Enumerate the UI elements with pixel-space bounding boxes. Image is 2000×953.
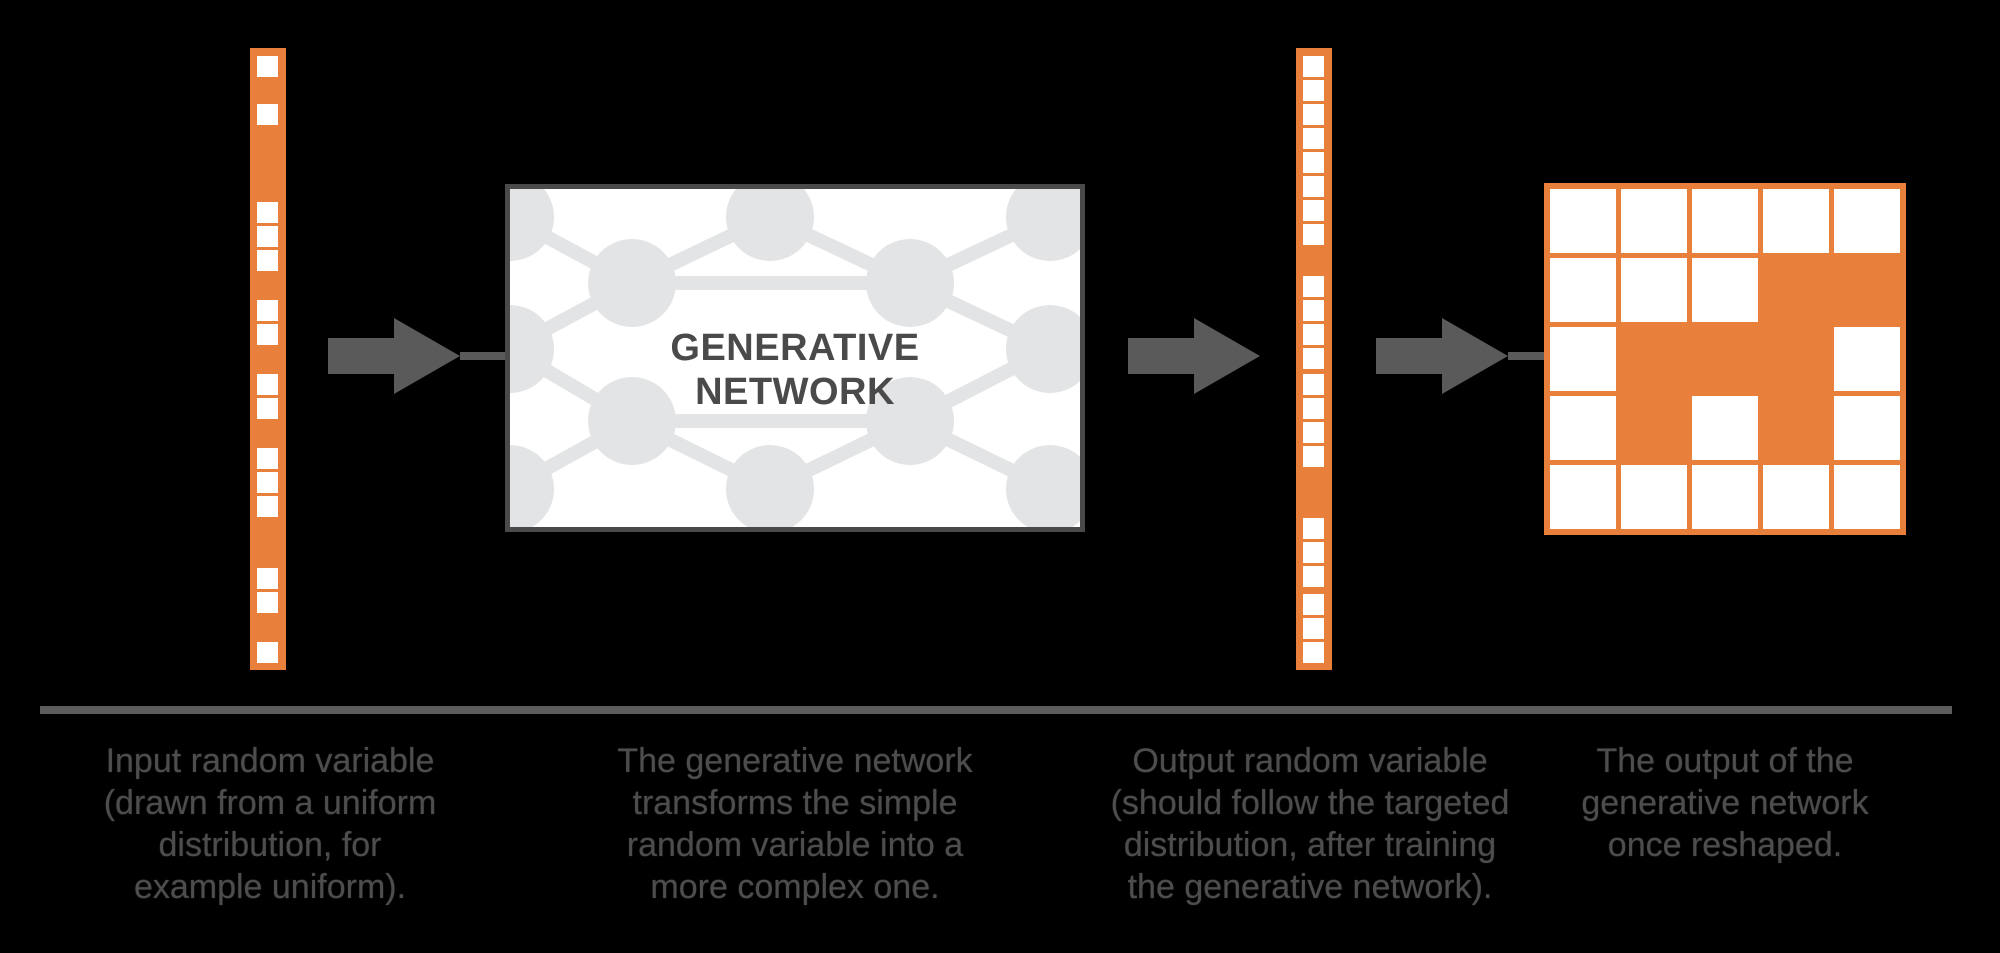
caption-input: Input random variable (drawn from a unif… bbox=[103, 742, 437, 906]
vector-cell bbox=[1303, 618, 1324, 639]
vector-cell bbox=[1303, 56, 1324, 77]
image-pixel bbox=[1692, 465, 1758, 529]
vector-cell bbox=[1303, 518, 1324, 539]
image-pixel bbox=[1621, 258, 1687, 322]
image-pixel bbox=[1692, 396, 1758, 460]
input-random-vector bbox=[250, 48, 286, 670]
vector-cell bbox=[257, 300, 278, 321]
vector-cell bbox=[257, 226, 278, 247]
vector-cell bbox=[257, 472, 278, 493]
image-pixel bbox=[1550, 465, 1616, 529]
vector-cell bbox=[1303, 374, 1324, 395]
vector-cell bbox=[1303, 542, 1324, 563]
divider bbox=[40, 706, 1952, 714]
caption-network: The generative network transforms the si… bbox=[617, 742, 973, 906]
vector-cell bbox=[257, 104, 278, 125]
vector-cell bbox=[257, 448, 278, 469]
vector-cell bbox=[1303, 348, 1324, 369]
vector-cell bbox=[257, 592, 278, 613]
network-label-line2: NETWORK bbox=[695, 371, 895, 413]
vector-cell bbox=[1303, 276, 1324, 297]
image-pixel bbox=[1834, 465, 1900, 529]
image-pixel bbox=[1763, 465, 1829, 529]
vector-cell bbox=[1303, 642, 1324, 663]
vector-cell bbox=[1303, 446, 1324, 467]
vector-cell bbox=[1303, 422, 1324, 443]
vector-cell bbox=[1303, 324, 1324, 345]
vector-cell bbox=[257, 202, 278, 223]
vector-cell bbox=[1303, 128, 1324, 149]
vector-cell bbox=[1303, 398, 1324, 419]
vector-cell bbox=[1303, 300, 1324, 321]
vector-cell bbox=[1303, 152, 1324, 173]
image-pixel bbox=[1621, 465, 1687, 529]
output-random-vector bbox=[1296, 48, 1332, 670]
vector-cell bbox=[257, 56, 278, 77]
image-pixel bbox=[1834, 189, 1900, 253]
vector-cell bbox=[257, 398, 278, 419]
image-pixel bbox=[1550, 327, 1616, 391]
network-label-line1: GENERATIVE bbox=[670, 327, 920, 369]
vector-cell bbox=[257, 642, 278, 663]
vector-cell bbox=[257, 496, 278, 517]
image-pixel bbox=[1834, 396, 1900, 460]
vector-cell bbox=[1303, 594, 1324, 615]
image-pixel bbox=[1550, 396, 1616, 460]
vector-cell bbox=[1303, 200, 1324, 221]
vector-cell bbox=[257, 250, 278, 271]
caption-image: The output of the generative network onc… bbox=[1581, 742, 1869, 864]
vector-cell bbox=[257, 374, 278, 395]
vector-cell bbox=[1303, 224, 1324, 245]
arrow-right-icon bbox=[1376, 318, 1546, 394]
image-pixel bbox=[1692, 189, 1758, 253]
vector-cell bbox=[257, 568, 278, 589]
vector-cell bbox=[1303, 176, 1324, 197]
image-pixel bbox=[1763, 189, 1829, 253]
arrow-right-icon bbox=[328, 318, 508, 394]
image-pixel bbox=[1834, 327, 1900, 391]
vector-cell bbox=[1303, 566, 1324, 587]
vector-cell bbox=[1303, 80, 1324, 101]
arrow-right-icon bbox=[1128, 318, 1260, 394]
output-image-grid bbox=[1544, 183, 1906, 535]
caption-output: Output random variable (should follow th… bbox=[1110, 742, 1510, 906]
image-pixel bbox=[1621, 189, 1687, 253]
image-pixel bbox=[1550, 258, 1616, 322]
image-pixel bbox=[1692, 258, 1758, 322]
generative-network-box: GENERATIVE NETWORK bbox=[505, 184, 1085, 532]
vector-cell bbox=[257, 324, 278, 345]
vector-cell bbox=[1303, 104, 1324, 125]
image-pixel bbox=[1550, 189, 1616, 253]
